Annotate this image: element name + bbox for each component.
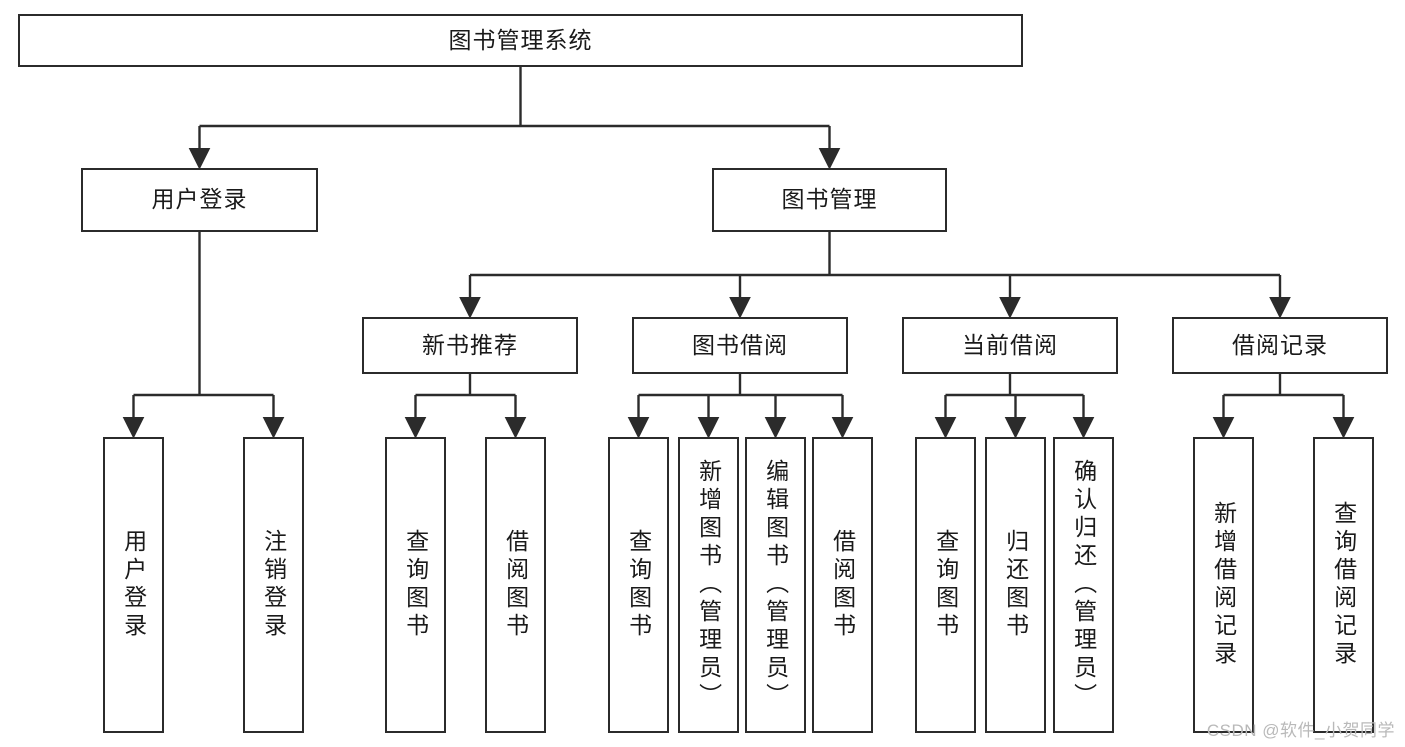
node-leaf-user-login[interactable]: 用户登录 [103, 437, 164, 733]
node-leaf-query-book-current[interactable]: 查询图书 [915, 437, 976, 733]
node-leaf-user-logout[interactable]: 注销登录 [243, 437, 304, 733]
node-leaf-query-book-borrow[interactable]: 查询图书 [608, 437, 669, 733]
node-leaf-borrow-book[interactable]: 借阅图书 [812, 437, 873, 733]
node-leaf-borrow-book-rec[interactable]: 借阅图书 [485, 437, 546, 733]
node-user-login[interactable]: 用户登录 [81, 168, 318, 232]
node-leaf-query-book-rec[interactable]: 查询图书 [385, 437, 446, 733]
node-book-manage[interactable]: 图书管理 [712, 168, 947, 232]
node-current-borrow[interactable]: 当前借阅 [902, 317, 1118, 374]
node-leaf-add-book[interactable]: 新增图书（管理员） [678, 437, 739, 733]
node-book-borrow[interactable]: 图书借阅 [632, 317, 848, 374]
node-root[interactable]: 图书管理系统 [18, 14, 1023, 67]
csdn-watermark: CSDN @软件_小贺同学 [1206, 721, 1395, 740]
node-new-book-rec[interactable]: 新书推荐 [362, 317, 578, 374]
node-leaf-add-borrow-record[interactable]: 新增借阅记录 [1193, 437, 1254, 733]
node-borrow-record[interactable]: 借阅记录 [1172, 317, 1388, 374]
node-leaf-return-book[interactable]: 归还图书 [985, 437, 1046, 733]
node-leaf-confirm-return[interactable]: 确认归还（管理员） [1053, 437, 1114, 733]
node-leaf-edit-book[interactable]: 编辑图书（管理员） [745, 437, 806, 733]
node-leaf-query-borrow-record[interactable]: 查询借阅记录 [1313, 437, 1374, 733]
